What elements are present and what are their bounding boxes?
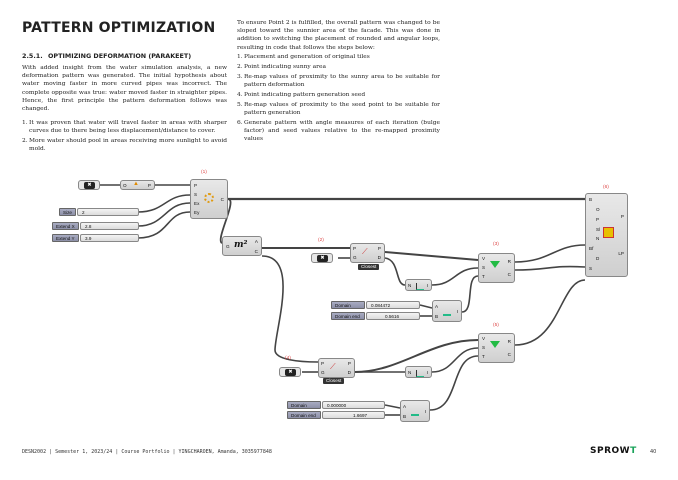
- wire: [137, 211, 191, 239]
- point-param-node[interactable]: ✖: [279, 367, 301, 377]
- slider-value: 1.6697: [353, 413, 368, 418]
- left-column: With added insight from the water simula…: [22, 64, 227, 155]
- brand-logo: SPROWT: [590, 446, 637, 456]
- hex-grid-icon: [204, 193, 214, 203]
- area-node[interactable]: G m² A C: [222, 236, 262, 256]
- list-item: 1.It was proven that water will travel f…: [22, 120, 227, 135]
- list-item: 5.Re-map values of proximity to the seed…: [237, 101, 440, 116]
- construct-point-node[interactable]: O ▲ P: [120, 180, 155, 190]
- principles-list: 1.It was proven that water will travel f…: [22, 119, 227, 153]
- list-item: 6.Generate pattern with angle measures o…: [237, 119, 440, 143]
- domain-icon: [443, 308, 451, 316]
- point-icon: ▲: [133, 181, 139, 187]
- size-slider[interactable]: Size 2: [59, 208, 139, 216]
- list-item: 4.Point indicating pattern generation se…: [237, 91, 366, 98]
- wire: [514, 244, 586, 263]
- domain-end-slider-2[interactable]: Domain end 1.6697: [287, 411, 385, 419]
- point-icon: ✖: [285, 369, 296, 376]
- bounds-node[interactable]: N I: [405, 279, 432, 291]
- step-label-5: (5): [493, 323, 499, 328]
- wire: [384, 257, 406, 286]
- remap-icon: [490, 341, 500, 348]
- point-param-node[interactable]: ✖: [78, 180, 100, 190]
- hexagonal-grid-node[interactable]: P S Ex Ey C: [190, 179, 228, 219]
- bounds-icon: [416, 283, 424, 290]
- wire: [137, 194, 191, 213]
- domain-start-slider-2[interactable]: Domain start 0.000000: [287, 401, 385, 416]
- construct-domain-node[interactable]: A B I: [432, 300, 462, 322]
- right-column: To ensure Point 2 is fulfilled, the over…: [237, 19, 440, 145]
- wire: [384, 404, 401, 409]
- parakeet-icon: [603, 227, 614, 238]
- step-label-1: (1): [201, 170, 207, 175]
- list-item: 2.More water should pool in areas receiv…: [22, 138, 227, 153]
- closest-point-node[interactable]: P G ⟋ P D: [350, 243, 385, 263]
- construct-domain-node[interactable]: A B I: [400, 400, 430, 422]
- section-title: OPTIMIZING DEFORMATION (PARAKEET): [48, 52, 192, 60]
- wire: [431, 267, 479, 286]
- extend-y-slider[interactable]: Extend Y 3.9: [52, 234, 139, 242]
- wire: [514, 265, 586, 271]
- wire: [137, 202, 191, 227]
- bounds-node[interactable]: N I: [405, 366, 432, 378]
- steps-list: 1.Placement and generation of original t…: [237, 53, 440, 143]
- slider-value: 2.8: [85, 224, 92, 229]
- area-icon: m²: [234, 240, 248, 250]
- wire: [431, 347, 479, 373]
- right-paragraph: To ensure Point 2 is fulfilled, the over…: [237, 20, 440, 51]
- list-item: 2.Point indicating sunny area: [237, 64, 326, 71]
- wire: [219, 198, 232, 244]
- closest-point-node[interactable]: P G ⟋ P D: [318, 358, 355, 378]
- wire: [384, 251, 479, 261]
- closest-point-icon: ⟋: [362, 247, 368, 256]
- list-item: 1.Placement and generation of original t…: [237, 54, 370, 61]
- point-icon: ✖: [317, 255, 328, 262]
- step-label-3: (3): [493, 242, 499, 247]
- section-heading: 2.5.1. OPTIMIZING DEFORMATION (PARAKEET): [22, 52, 191, 60]
- wire: [514, 279, 586, 346]
- page-number: 40: [650, 449, 657, 455]
- extend-x-slider[interactable]: Extend X 2.8: [52, 222, 139, 230]
- remap-numbers-node-5[interactable]: V S T R C: [478, 333, 515, 363]
- domain-icon: [411, 408, 419, 416]
- domain-end-slider-1[interactable]: Domain end 0.5616: [331, 312, 420, 320]
- slider-value: 3.9: [85, 236, 92, 241]
- wire: [461, 275, 479, 313]
- slider-value: 0.5616: [385, 314, 400, 319]
- remap-numbers-node-3[interactable]: V S T R C: [478, 253, 515, 283]
- step-label-6: (6): [603, 185, 609, 190]
- parakeet-node[interactable]: B O P Sl N Bf D S P LP: [585, 193, 628, 277]
- closest-point-icon: ⟋: [330, 362, 336, 371]
- point-param-node[interactable]: ✖: [311, 253, 333, 263]
- remap-icon: [490, 261, 500, 268]
- wire: [429, 355, 479, 411]
- bounds-icon: [416, 370, 424, 377]
- wire: [419, 304, 433, 309]
- intro-paragraph: With added insight from the water simula…: [22, 65, 227, 113]
- wire: [354, 339, 479, 373]
- footer-text: DESN2002 | Semester 1, 2023/24 | Course …: [22, 449, 272, 455]
- step-label-2: (2): [318, 238, 324, 243]
- list-item: 3.Re-map values of proximity to the sunn…: [237, 73, 440, 89]
- slider-value: 0.084472: [371, 303, 391, 308]
- slider-value: 2: [82, 210, 85, 215]
- wire: [261, 255, 319, 363]
- closest-label: Closest: [358, 264, 380, 270]
- point-icon: ✖: [84, 182, 95, 189]
- domain-start-slider-1[interactable]: Domain start 0.084472: [331, 301, 420, 316]
- step-label-4: (4): [285, 356, 291, 361]
- slider-value: 0.000000: [327, 403, 347, 408]
- closest-label: Closest: [323, 378, 345, 384]
- section-number: 2.5.1.: [22, 52, 43, 60]
- page-title: PATTERN OPTIMIZATION: [22, 20, 216, 36]
